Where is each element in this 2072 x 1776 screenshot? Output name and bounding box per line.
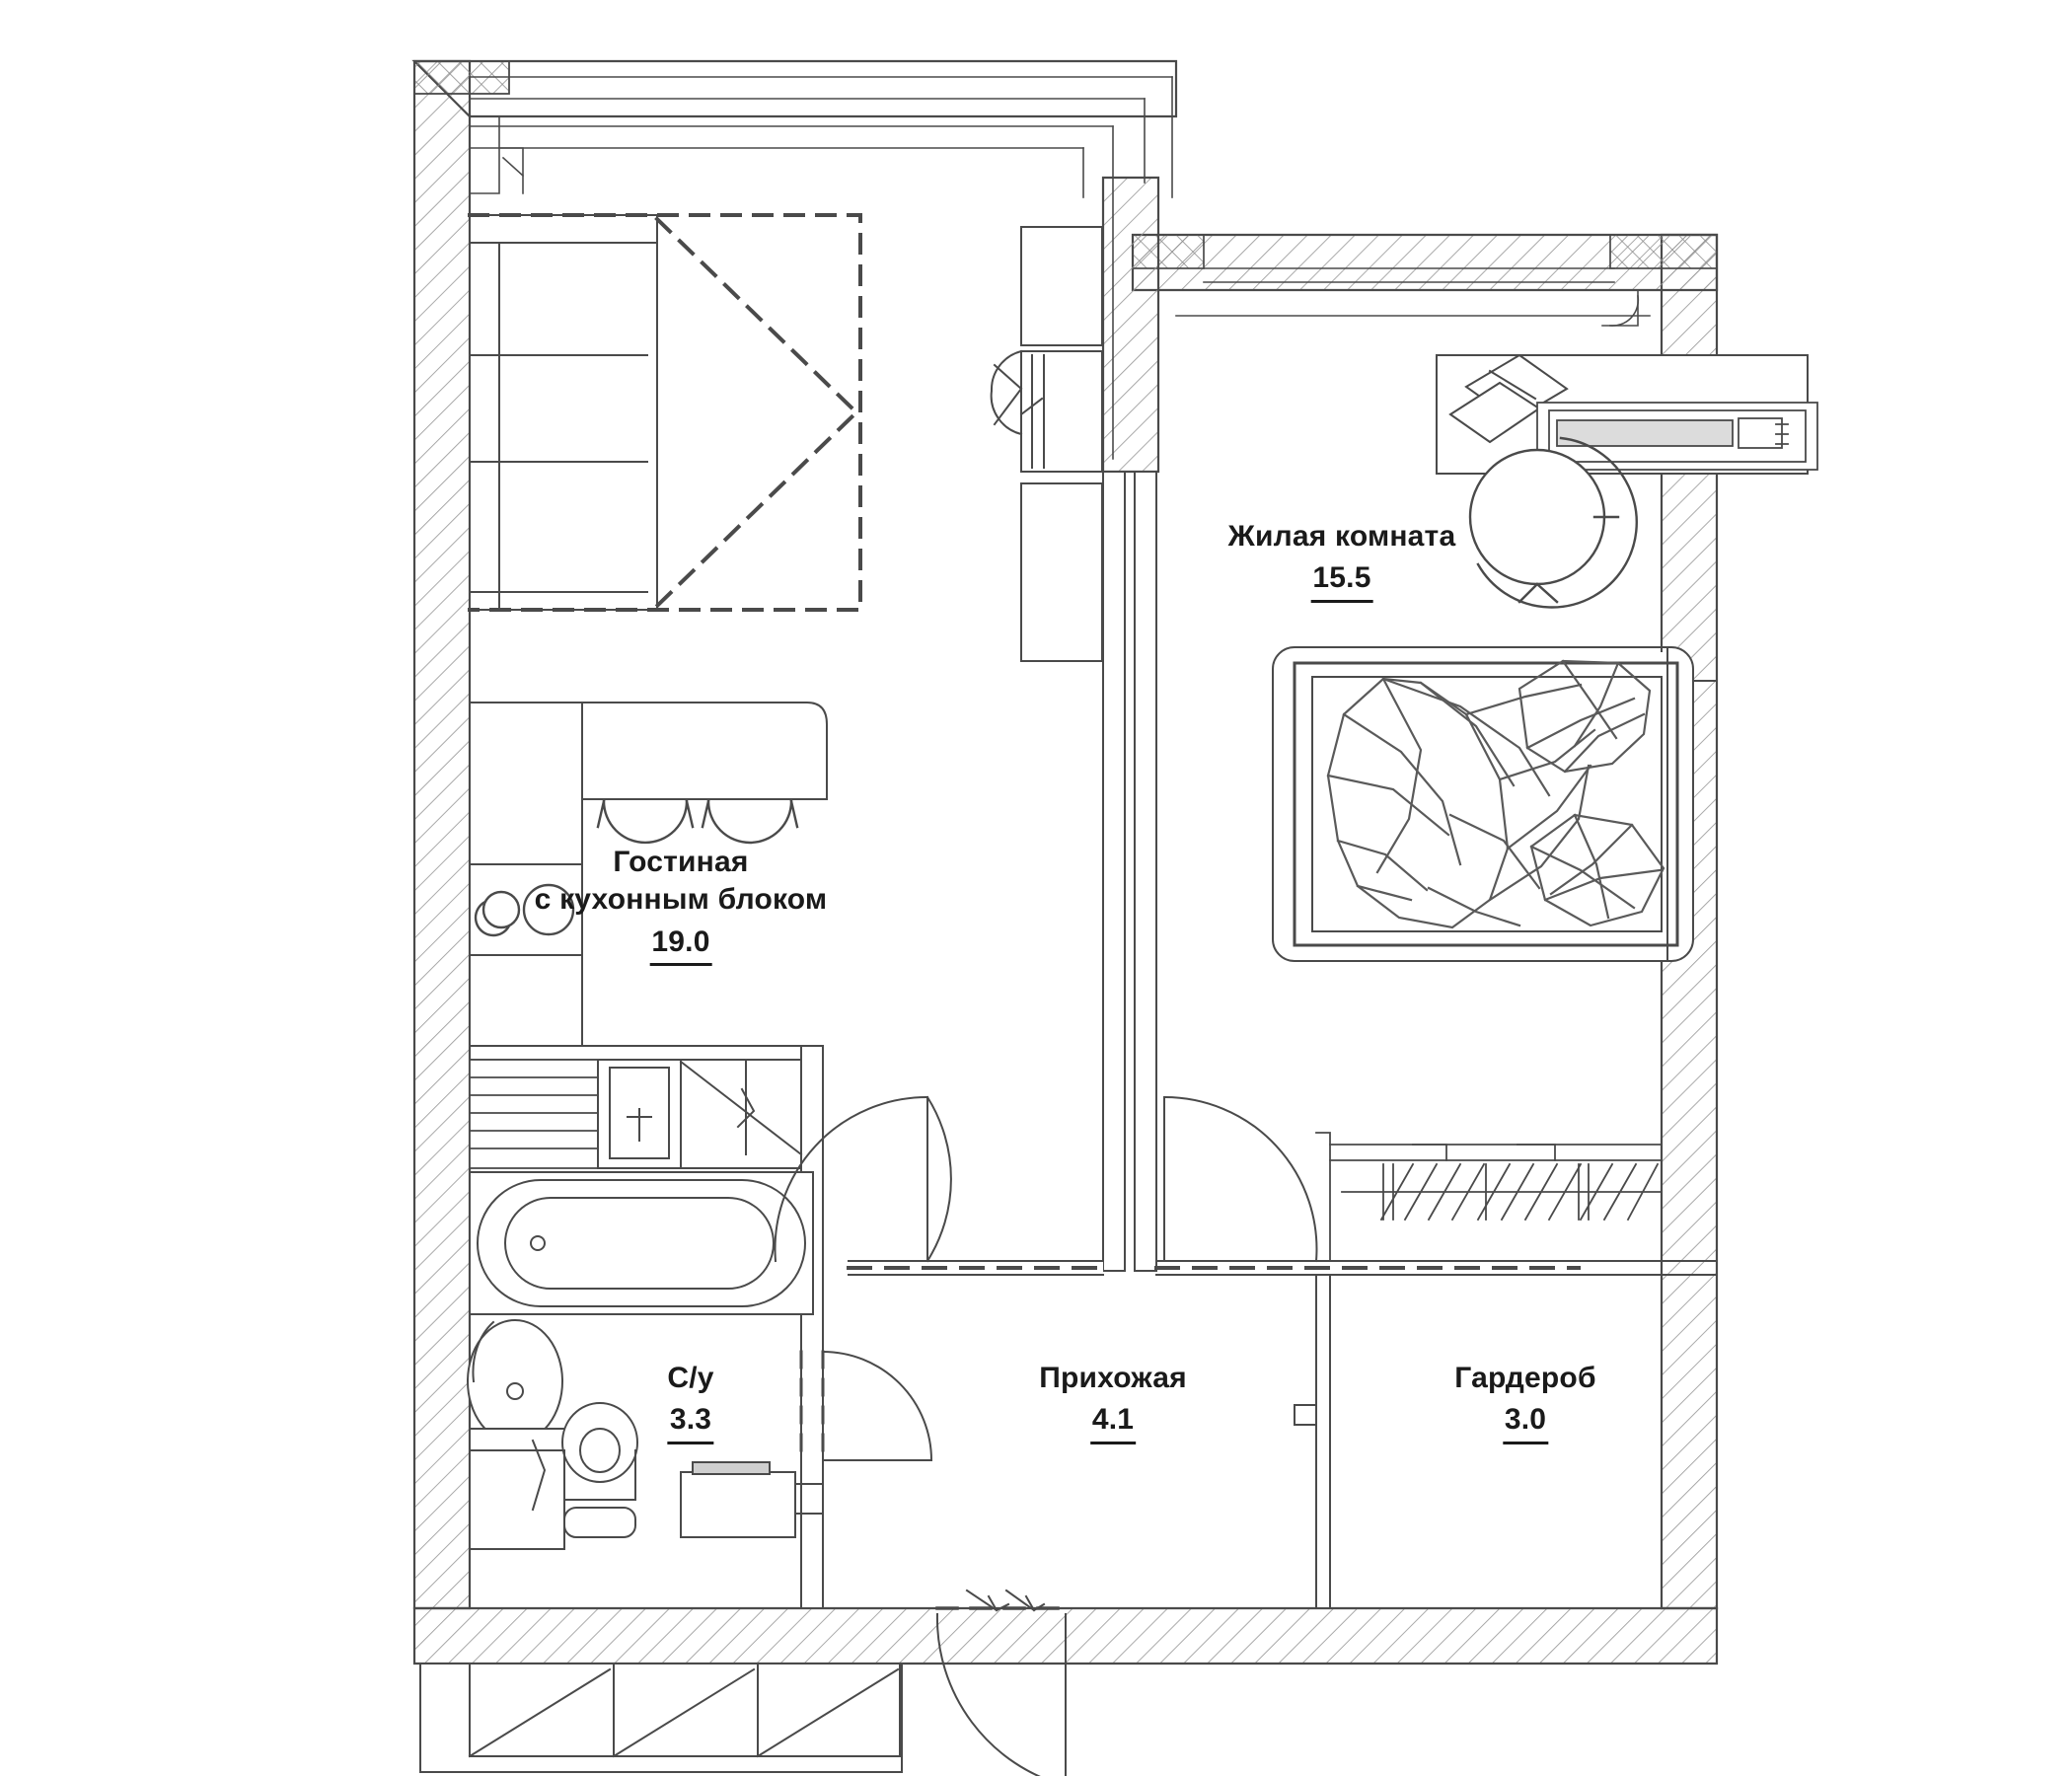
room-name: Гардероб <box>1454 1362 1596 1394</box>
bar-stool-right <box>701 799 799 845</box>
room-label-living-kitchen: Гостиная с кухонным блоком 19.0 <box>534 844 828 967</box>
tall-cabinet <box>990 226 1103 662</box>
room-area: 3.0 <box>1502 1401 1549 1444</box>
room-name: Прихожая <box>1039 1362 1187 1394</box>
bathroom-door[interactable] <box>821 1350 933 1462</box>
hallway-door-left[interactable] <box>774 1095 952 1263</box>
hallway-door-right[interactable] <box>1162 1095 1318 1263</box>
washbasin <box>467 1319 563 1443</box>
room-area: 19.0 <box>649 924 712 967</box>
bathtub <box>469 1171 814 1315</box>
room-name: Жилая комната <box>1227 520 1456 553</box>
sofa <box>469 214 658 611</box>
washing-machine <box>469 1059 599 1169</box>
laptop <box>1448 353 1569 444</box>
keyboard <box>1536 402 1818 471</box>
room-label-bedroom: Жилая комната 15.5 <box>1228 518 1456 603</box>
room-label-bathroom: С/у 3.3 <box>667 1360 713 1444</box>
interior-walls <box>469 471 1718 1612</box>
toilet <box>469 1402 638 1550</box>
rug-dashed <box>468 213 862 612</box>
entry-door[interactable] <box>935 1612 1067 1776</box>
office-chair <box>1468 436 1638 609</box>
kitchen-counter <box>469 702 583 1047</box>
room-area: 15.5 <box>1310 559 1373 603</box>
bath-cabinet <box>680 1461 824 1538</box>
room-name: Гостиная <box>613 846 749 878</box>
room-area: 3.3 <box>667 1401 714 1444</box>
bar-stool-left <box>596 799 695 845</box>
counter-top <box>679 1059 803 1169</box>
room-name-2: с кухонным блоком <box>534 883 828 917</box>
room-label-hallway: Прихожая 4.1 <box>1039 1360 1187 1444</box>
clothes-rail <box>1315 1132 1663 1262</box>
room-name: С/у <box>667 1362 714 1394</box>
living-window <box>469 76 1173 460</box>
bedroom-window <box>1175 267 1651 327</box>
sink-unit <box>597 1059 682 1169</box>
room-area: 4.1 <box>1089 1401 1137 1444</box>
cooktop <box>474 883 575 937</box>
exterior-walls <box>411 59 1719 1665</box>
blanket <box>1326 659 1665 929</box>
balcony-railing <box>419 1663 903 1773</box>
room-label-wardrobe: Гардероб 3.0 <box>1454 1360 1595 1444</box>
kitchen-island <box>581 702 828 800</box>
